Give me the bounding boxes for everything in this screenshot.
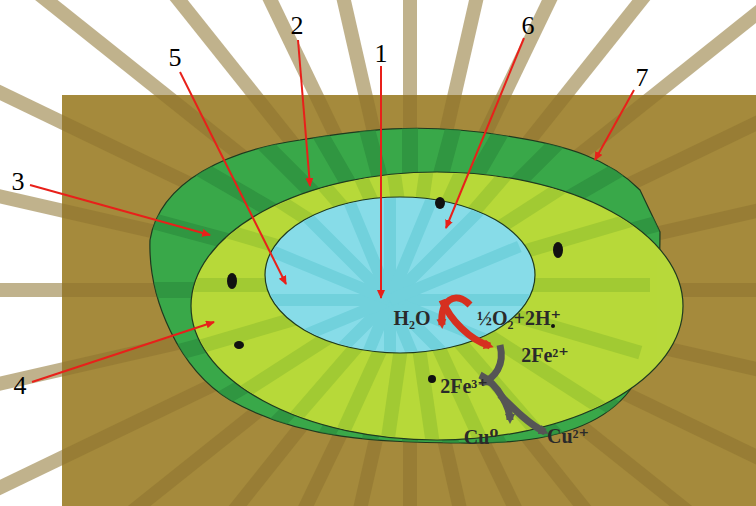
chemical-species: H₂O: [393, 308, 430, 328]
chemical-species: Cu⁰: [464, 427, 498, 447]
callout-number: 3: [12, 169, 25, 195]
texture-stripe: [390, 246, 519, 300]
chemical-species: 2Fe³⁺: [440, 376, 488, 396]
callout-leaders: [30, 38, 634, 382]
callout-number: 6: [522, 13, 535, 39]
dark-inclusions: [227, 197, 563, 383]
callout-number: 4: [14, 373, 27, 399]
texture-stripe: [261, 300, 390, 354]
chemical-species: Cu²⁺: [547, 426, 589, 446]
callout-number: 1: [375, 41, 388, 67]
callout-number: 7: [636, 65, 649, 91]
callout-number: 5: [169, 45, 182, 71]
chemical-species: 2Fe²⁺: [521, 345, 569, 365]
chemical-species: ½O₂+2H⁺: [477, 308, 561, 328]
texture-stripe: [390, 300, 444, 429]
middle-layer: [191, 172, 683, 440]
callout-number: 2: [291, 13, 304, 39]
